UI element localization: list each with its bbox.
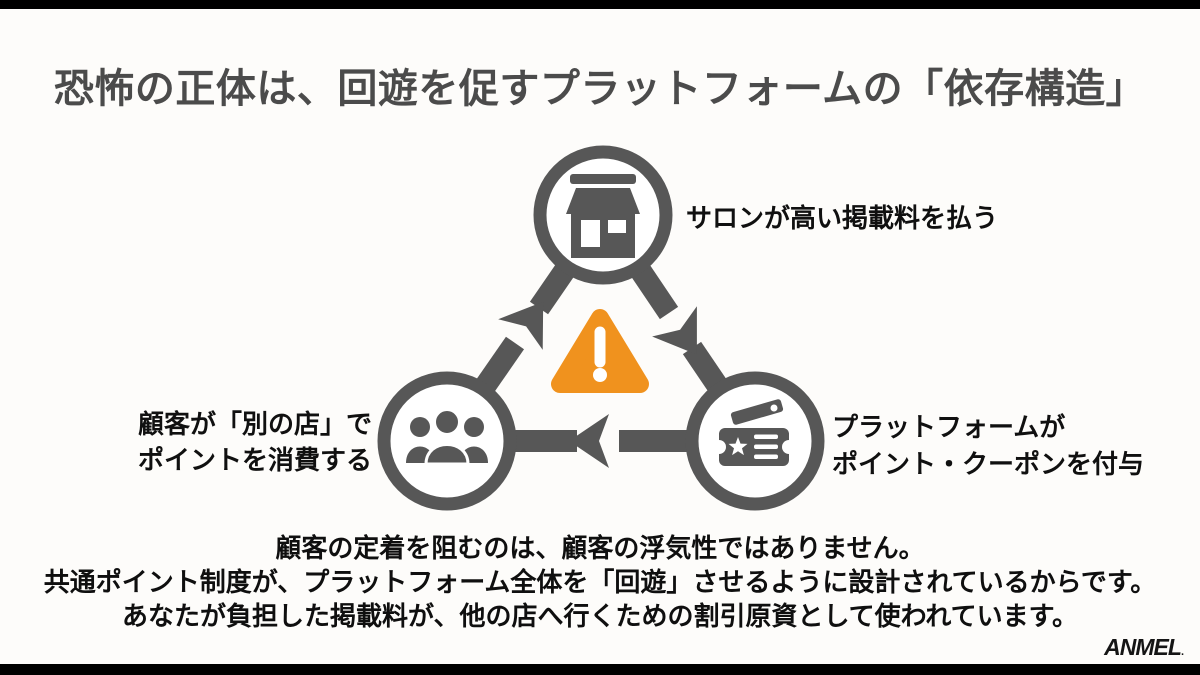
label-salon: サロンが高い掲載料を払う — [686, 203, 999, 233]
node-circle-customer — [377, 371, 517, 511]
label-customer-line1: 顧客が「別の店」で — [137, 409, 372, 439]
label-customer-line2: ポイントを消費する — [137, 445, 372, 475]
letterbox-top-bar — [0, 0, 1200, 9]
page-title: 恐怖の正体は、回遊を促すプラットフォームの「依存構造」 — [53, 67, 1147, 111]
anmel-logo-mark: . — [1180, 646, 1184, 658]
letterbox-bottom-bar — [0, 664, 1200, 675]
warning-triangle-icon — [551, 309, 649, 393]
footer-line-2: 共通ポイント制度が、プラットフォーム全体を「回遊」させるように設計されているから… — [43, 567, 1157, 597]
footer-line-1: 顧客の定着を阻むのは、顧客の浮気性ではありません。 — [275, 533, 925, 563]
label-customer: 顧客が「別の店」で ポイントを消費する — [118, 406, 392, 478]
label-platform-line1: プラットフォームが — [832, 412, 1066, 442]
anmel-logo: ANMEL. — [1104, 634, 1184, 661]
anmel-logo-text: ANMEL — [1104, 634, 1182, 660]
people-group-icon — [406, 408, 488, 466]
coupon-ticket-icon — [712, 399, 796, 466]
storefront-icon — [566, 174, 640, 258]
label-platform-line2: ポイント・クーポンを付与 — [832, 449, 1145, 479]
cycle-diagram — [377, 145, 825, 511]
footer-text: 顧客の定着を阻むのは、顧客の浮気性ではありません。 共通ポイント制度が、プラット… — [0, 531, 1200, 633]
label-platform: プラットフォームが ポイント・クーポンを付与 — [832, 409, 1144, 483]
footer-line-3: あなたが負担した掲載料が、他の店へ行くための割引原資として使われています。 — [121, 601, 1079, 631]
